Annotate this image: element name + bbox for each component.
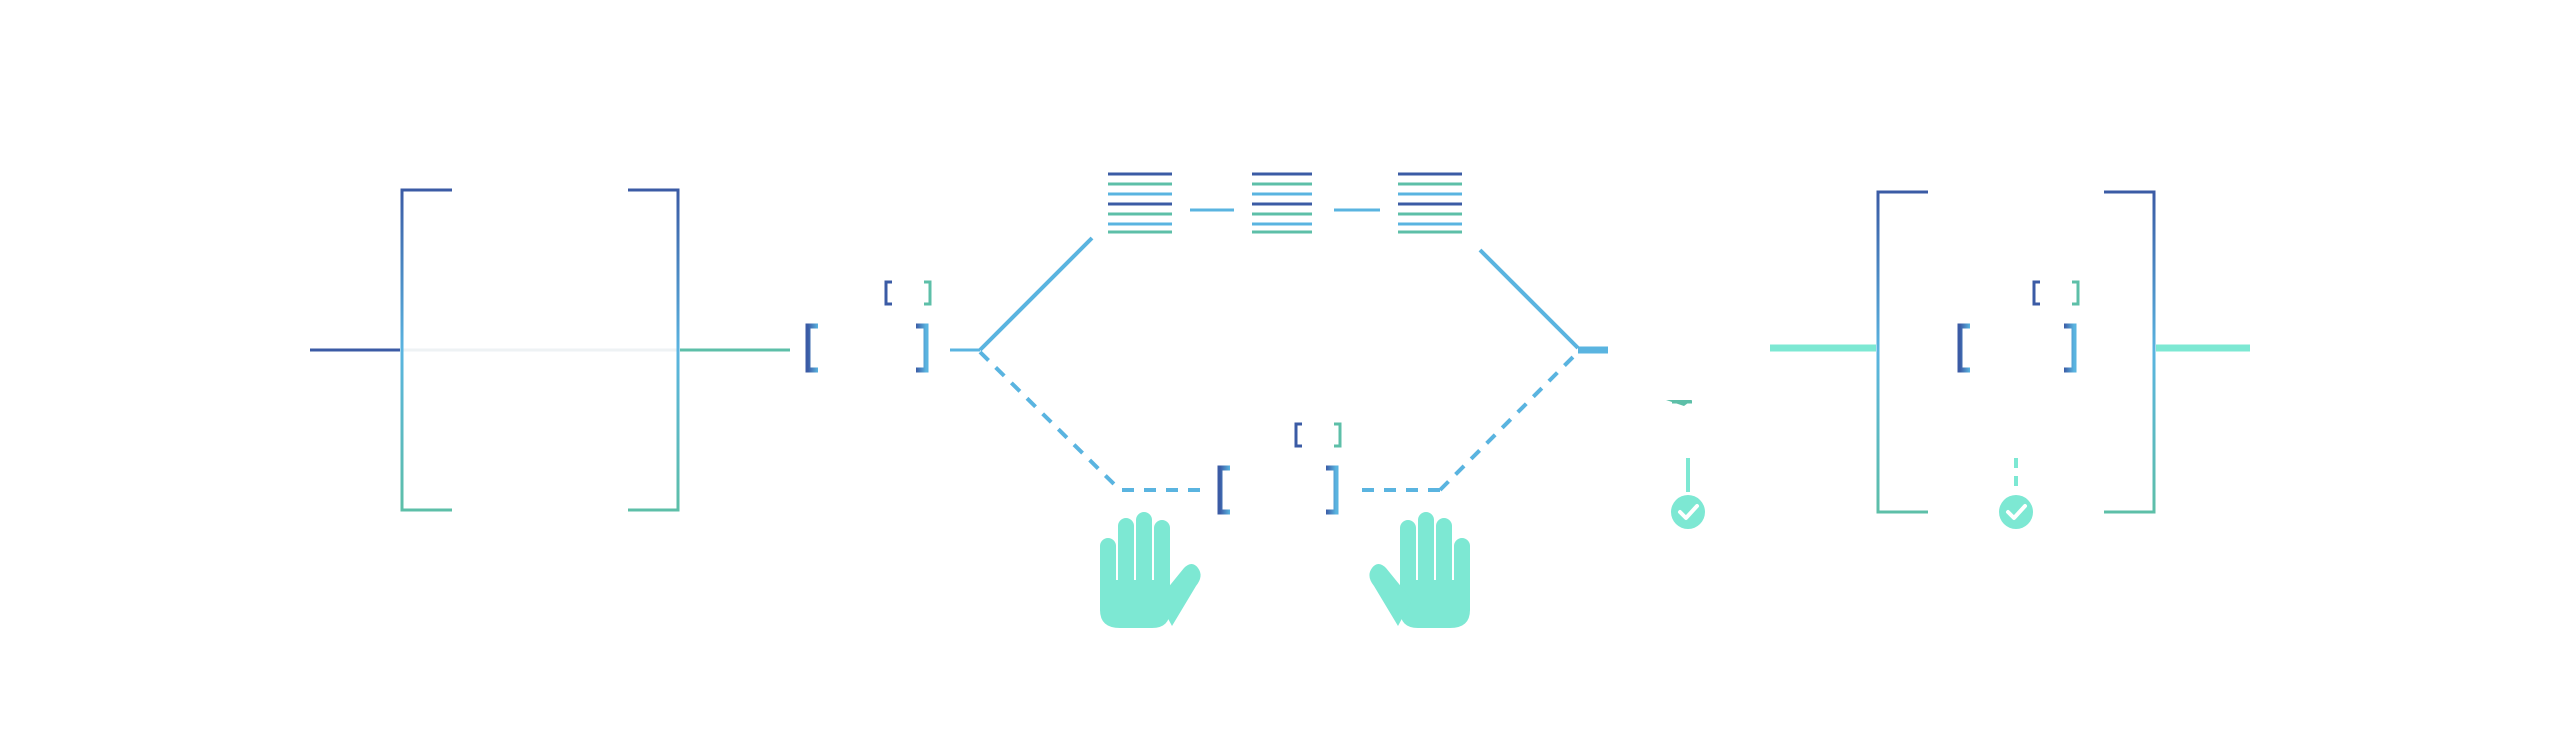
left-bracket-group — [310, 188, 790, 512]
node-close-bracket — [916, 323, 929, 373]
funnel-icon — [1635, 291, 1743, 406]
center-open-bracket — [1217, 465, 1230, 515]
right-close-bracket — [2104, 190, 2156, 514]
lower-branch-rise — [1438, 350, 1580, 492]
tiny-close-bracket — [924, 280, 932, 306]
text-lines-icon-1 — [1108, 172, 1172, 234]
tiny-close-bracket-2 — [1334, 422, 1342, 448]
left-open-bracket — [400, 188, 452, 512]
tiny-open-bracket — [884, 280, 892, 306]
upper-branch-rise — [978, 236, 1094, 352]
right-open-bracket — [1876, 190, 1928, 514]
center-close-bracket — [1326, 465, 1339, 515]
hand-icon — [1100, 512, 1201, 628]
node-open-bracket — [805, 323, 818, 373]
text-lines-icon-3 — [1398, 172, 1462, 234]
hand-icon — [1369, 512, 1470, 628]
tiny-open-bracket-3 — [2032, 280, 2040, 306]
merge-section — [1578, 291, 1876, 529]
bracket-node-left — [727, 280, 1007, 397]
left-close-bracket — [628, 188, 680, 512]
inner-open-bracket — [1957, 323, 1970, 373]
check-circle-icon — [1671, 495, 1705, 529]
check-circle-icon — [1999, 495, 2033, 529]
tiny-close-bracket-3 — [2072, 280, 2080, 306]
right-bracket-group — [1876, 190, 2250, 529]
upper-branch-fall — [1478, 248, 1580, 350]
lower-branch — [978, 350, 1580, 515]
text-lines-icon-2 — [1252, 172, 1312, 234]
upper-branch — [978, 172, 1580, 352]
lower-branch-drop — [978, 350, 1122, 492]
tiny-open-bracket-2 — [1294, 422, 1302, 448]
inner-close-bracket — [2064, 323, 2077, 373]
